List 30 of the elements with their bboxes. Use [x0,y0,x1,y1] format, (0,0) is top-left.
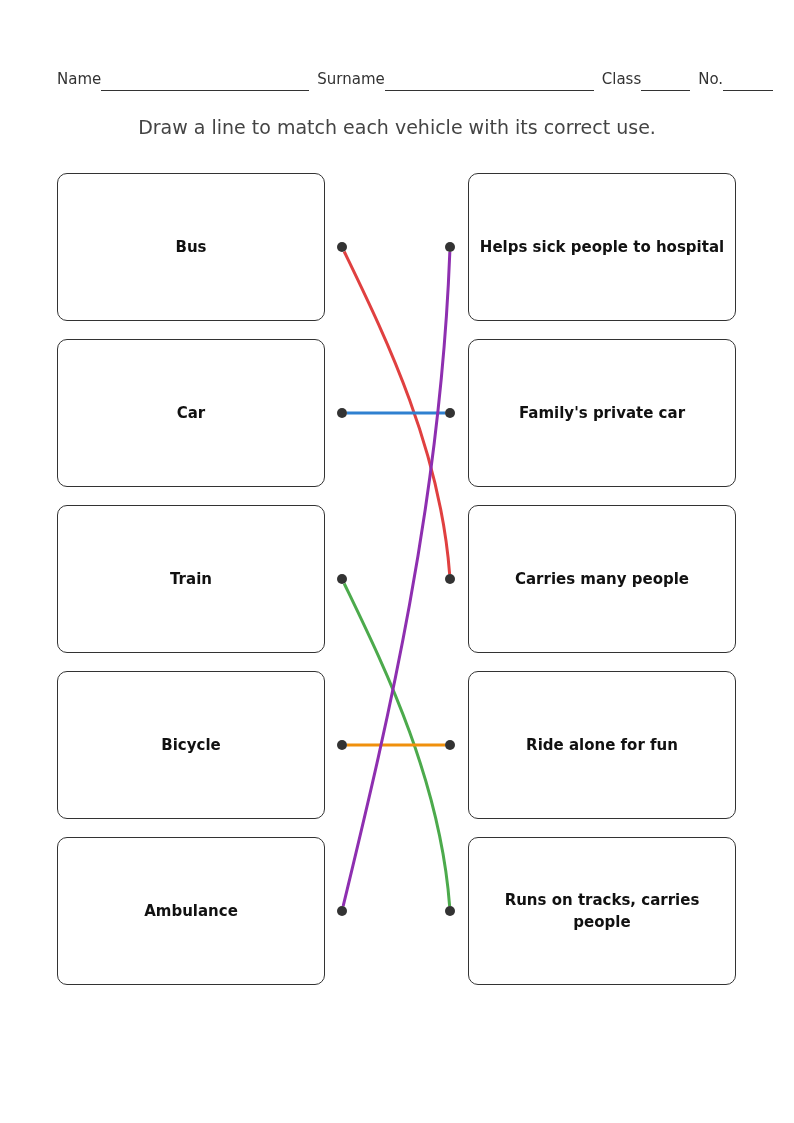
card-text: Ride alone for fun [526,734,678,756]
match-card [57,339,325,487]
card-text: Car [176,402,206,424]
matching-line [342,250,452,575]
card-text: Carries many people [514,568,690,590]
matching-line [342,582,452,907]
match-card [57,505,325,653]
card-text: Helps sick people to hospital [479,236,725,258]
field-label: No. [698,69,724,90]
matching-line [341,251,452,907]
card-text: Train [170,568,212,590]
match-card [57,837,325,985]
field-label: Surname [317,69,385,90]
match-card [468,671,736,819]
instruction-title: Draw a line to match each vehicle with its correct use. [137,115,657,140]
match-card [468,505,736,653]
card-text: Bicycle [161,734,221,756]
match-card [57,671,325,819]
field-label: Class [601,69,642,90]
match-card [57,173,325,321]
card-text: Bus [175,236,207,258]
match-card [468,173,736,321]
field-label: Name [57,69,102,90]
card-text: Ambulance [144,900,238,922]
matching-line [347,743,445,747]
card-text: Runs on tracks, carries people [503,889,701,933]
match-card [468,837,736,985]
card-text: Family's private car [518,402,686,424]
matching-line [347,411,445,415]
match-card [468,339,736,487]
